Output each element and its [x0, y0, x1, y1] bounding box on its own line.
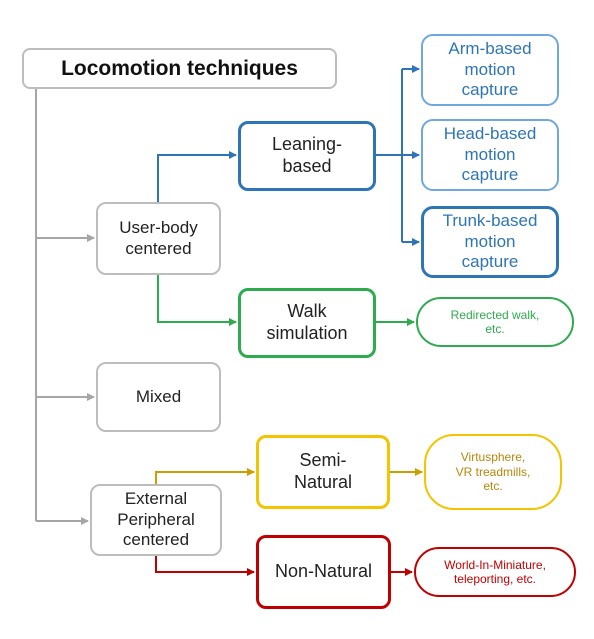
node-semi-natural: Semi- Natural [256, 435, 390, 509]
title-box: Locomotion techniques [22, 48, 337, 89]
node-label: User-body centered [119, 218, 198, 258]
node-trunk-based-motion-capture: Trunk-based motion capture [421, 206, 559, 278]
gray-connectors [35, 87, 95, 525]
node-non-natural: Non-Natural [256, 535, 391, 609]
node-redirected-walk: Redirected walk, etc. [416, 297, 574, 347]
node-external-peripheral-centered: External Peripheral centered [90, 484, 222, 556]
node-arm-based-motion-capture: Arm-based motion capture [421, 34, 559, 106]
node-label: World-In-Miniature, teleporting, etc. [444, 557, 546, 586]
node-mixed: Mixed [96, 362, 221, 432]
node-label: Leaning- based [271, 134, 343, 176]
node-label: Trunk-based motion capture [442, 211, 538, 272]
node-label: Virtusphere, VR treadmills, etc. [455, 450, 531, 494]
node-world-in-miniature: World-In-Miniature, teleporting, etc. [414, 547, 576, 597]
node-virtusphere: Virtusphere, VR treadmills, etc. [424, 434, 562, 510]
yellow-connectors [155, 468, 423, 484]
node-label: Non-Natural [274, 561, 373, 582]
red-connectors [155, 556, 413, 576]
node-label: Redirected walk, etc. [450, 307, 540, 336]
node-label: Head-based motion capture [443, 124, 537, 185]
node-leaning-based: Leaning- based [238, 121, 376, 191]
green-connectors [157, 275, 415, 326]
node-label: Mixed [135, 386, 182, 406]
node-walk-simulation: Walk simulation [238, 288, 376, 358]
title-text: Locomotion techniques [61, 56, 298, 80]
node-label: Semi- Natural [293, 450, 353, 492]
node-user-body-centered: User-body centered [96, 202, 221, 275]
blue-connectors [157, 65, 420, 246]
node-head-based-motion-capture: Head-based motion capture [421, 119, 559, 191]
node-label: Arm-based motion capture [448, 39, 532, 100]
node-label: External Peripheral centered [117, 489, 195, 550]
node-label: Walk simulation [266, 301, 348, 343]
